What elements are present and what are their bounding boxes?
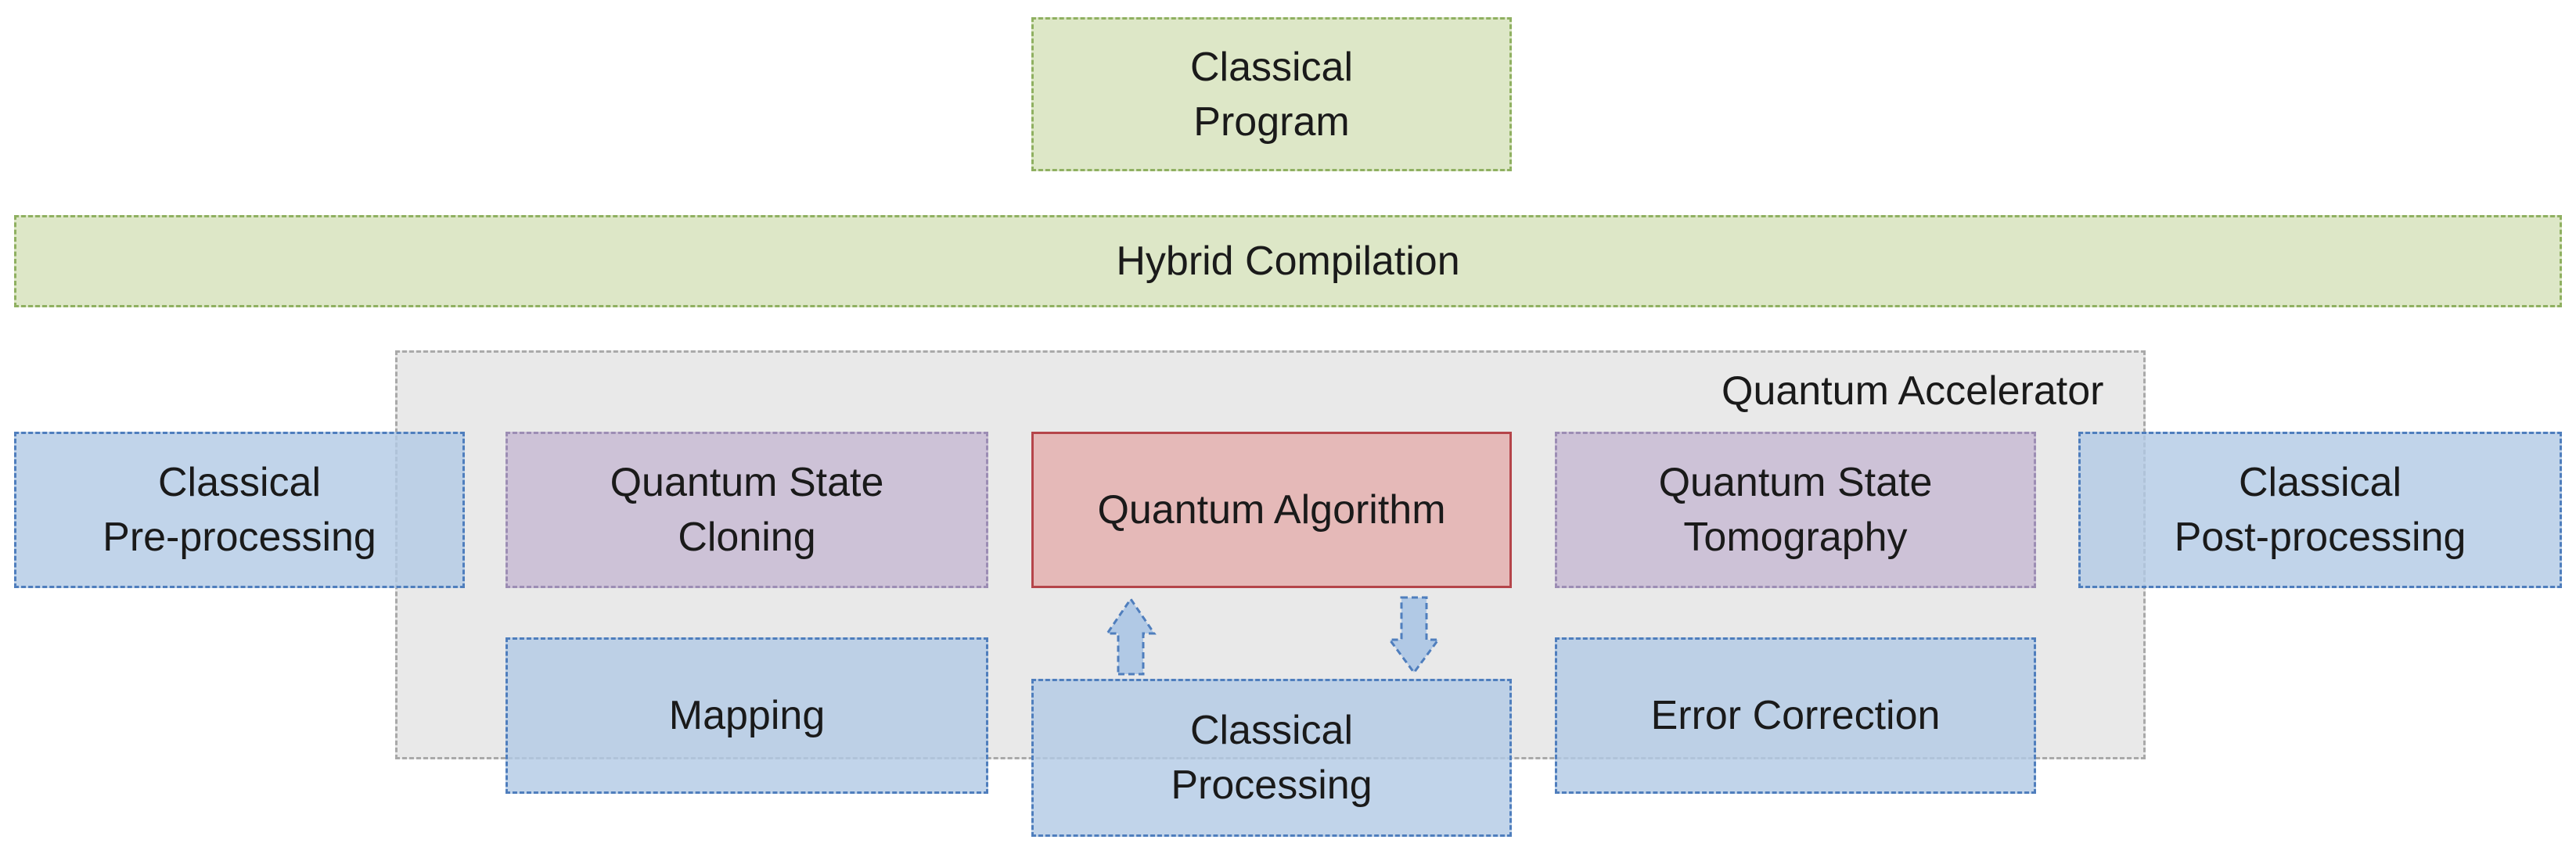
quantum-algorithm-label: Quantum Algorithm xyxy=(1097,487,1446,533)
quantum-state-cloning-label: Quantum State Cloning xyxy=(610,460,884,560)
classical-pre-processing-label: Classical Pre-processing xyxy=(103,460,376,560)
classical-pre-processing-box: Classical Pre-processing xyxy=(14,432,465,588)
classical-program-box: Classical Program xyxy=(1031,17,1512,171)
hybrid-compilation-bar: Hybrid Compilation xyxy=(14,215,2562,307)
up-arrow-icon xyxy=(1105,597,1157,676)
error-correction-box: Error Correction xyxy=(1555,637,2036,794)
classical-program-label: Classical Program xyxy=(1189,44,1354,145)
hybrid-compilation-label: Hybrid Compilation xyxy=(1116,239,1460,284)
mapping-label: Mapping xyxy=(668,693,826,738)
quantum-state-cloning-box: Quantum State Cloning xyxy=(505,432,988,588)
error-correction-label: Error Correction xyxy=(1650,693,1941,738)
down-arrow-icon xyxy=(1387,596,1441,675)
quantum-state-tomography-label: Quantum State Tomography xyxy=(1658,460,1933,560)
classical-post-processing-label: Classical Post-processing xyxy=(2174,460,2466,560)
quantum-algorithm-box: Quantum Algorithm xyxy=(1031,432,1512,588)
classical-processing-label: Classical Processing xyxy=(1171,708,1373,808)
classical-post-processing-box: Classical Post-processing xyxy=(2078,432,2562,588)
classical-processing-box: Classical Processing xyxy=(1031,679,1512,837)
quantum-accelerator-label: Quantum Accelerator xyxy=(1722,368,2104,414)
quantum-state-tomography-box: Quantum State Tomography xyxy=(1555,432,2036,588)
mapping-box: Mapping xyxy=(505,637,988,794)
